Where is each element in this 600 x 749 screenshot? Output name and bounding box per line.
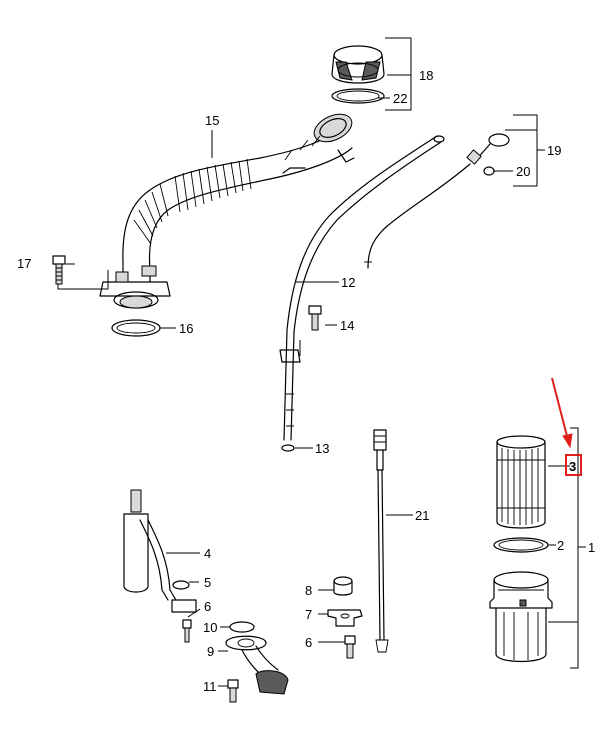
callout-8: 8 [305,583,312,598]
tube-seal-part [281,444,295,452]
cap-seal-ring-part [331,88,385,104]
callout-1: 1 [588,540,595,555]
callout-20: 20 [516,164,530,179]
pickup-bolt-part [227,679,239,703]
sender-grommet-part [333,576,353,596]
callout-17: 17 [17,256,31,271]
callout-21: 21 [415,508,429,523]
filler-cap-part [331,45,385,84]
tube-bolt-part [308,305,322,331]
breather-tube-part [123,489,177,601]
flange-gasket-part [111,319,161,337]
callout-10: 10 [203,620,217,635]
callout-14: 14 [340,318,354,333]
callout-4: 4 [204,546,211,561]
breather-washer-part [172,580,190,590]
callout-3: 3 [569,459,576,474]
callout-2: 2 [557,538,564,553]
oil-pickup-part [225,635,289,695]
callout-16: 16 [179,321,193,336]
pickup-o-ring-part [229,621,255,633]
dipstick-guide-tube-part [279,135,445,441]
callout-6-right: 6 [305,635,312,650]
filter-housing-ring-part [493,537,549,553]
callout-15: 15 [205,113,219,128]
callout-12: 12 [341,275,355,290]
level-sender-rod-part [373,429,389,653]
clamp-bolt-part [344,635,356,659]
highlight-arrow-head [562,433,573,449]
callout-6-left: 6 [204,599,211,614]
highlight-annotation [551,377,582,476]
highlight-box [565,454,582,476]
callout-5: 5 [204,575,211,590]
breather-bolt-part [171,599,197,643]
flange-bolt-part [52,255,66,285]
callout-9: 9 [207,644,214,659]
highlight-arrow-shaft [551,377,569,441]
callout-19: 19 [547,143,561,158]
callout-18: 18 [419,68,433,83]
filter-housing-part [489,571,553,663]
callout-22: 22 [393,91,407,106]
sender-clamp-part [327,609,363,627]
callout-labels: 1 2 3 4 5 6 7 8 9 10 11 6 12 13 14 15 16… [17,68,595,694]
callout-7: 7 [305,607,312,622]
dipstick-seal-part [483,166,495,176]
filter-element-part [496,435,546,529]
callout-11: 11 [203,679,217,694]
leader-lines [57,37,586,687]
callout-13: 13 [315,441,329,456]
filler-neck-hose-part [99,113,355,309]
dipstick-part [364,133,510,269]
